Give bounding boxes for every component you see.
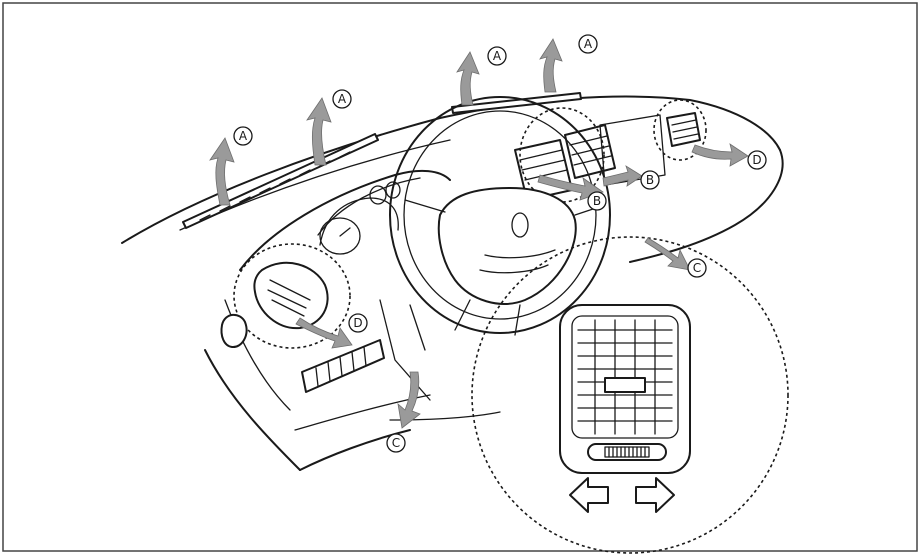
label-a2: A (332, 89, 352, 109)
right-side-vent (599, 99, 707, 186)
airflow-arrow-a4 (539, 38, 563, 93)
label-a3-text: A (493, 49, 502, 63)
airflow-arrow-c1 (644, 237, 691, 271)
airflow-arrow-a1 (209, 137, 235, 206)
label-a2-text: A (338, 92, 347, 106)
side-vent-left (233, 243, 351, 349)
vent-louvers (577, 319, 673, 435)
label-c1-text: C (693, 261, 701, 275)
arrow-right-icon (635, 477, 675, 513)
label-a1: A (233, 126, 253, 146)
instrument-cluster (319, 181, 401, 255)
label-a1-text: A (239, 129, 248, 143)
label-b1: B (587, 191, 607, 211)
label-a3: A (487, 46, 507, 66)
label-c1: C (687, 258, 707, 278)
defroster-vent-right (451, 92, 582, 114)
label-a4-text: A (584, 37, 593, 51)
airflow-arrow-b2 (602, 165, 643, 187)
defroster-vent-left (182, 133, 379, 229)
label-d2-text: D (353, 316, 362, 330)
airflow-arrow-a2 (306, 97, 332, 166)
airflow-arrow-d1 (691, 143, 749, 167)
airflow-arrow-c2 (397, 371, 421, 429)
label-a4: A (578, 34, 598, 54)
vent-center-tab (604, 377, 646, 393)
label-c2-text: C (392, 436, 400, 450)
lower-vent-left (301, 339, 385, 393)
label-b1-text: B (593, 194, 601, 208)
arrow-left-icon (569, 477, 609, 513)
airflow-arrow-d2 (295, 317, 353, 349)
label-d1-text: D (752, 153, 761, 167)
door-knob-left (220, 313, 248, 349)
label-c2: C (386, 433, 406, 453)
label-b2-text: B (646, 173, 654, 187)
label-b2: B (640, 170, 660, 190)
vent-detail-inset (471, 236, 789, 554)
vent-roller-wheel (587, 443, 667, 461)
label-d2: D (348, 313, 368, 333)
airflow-arrows (209, 38, 749, 429)
label-d1: D (747, 150, 767, 170)
airflow-arrow-a3 (456, 51, 480, 106)
